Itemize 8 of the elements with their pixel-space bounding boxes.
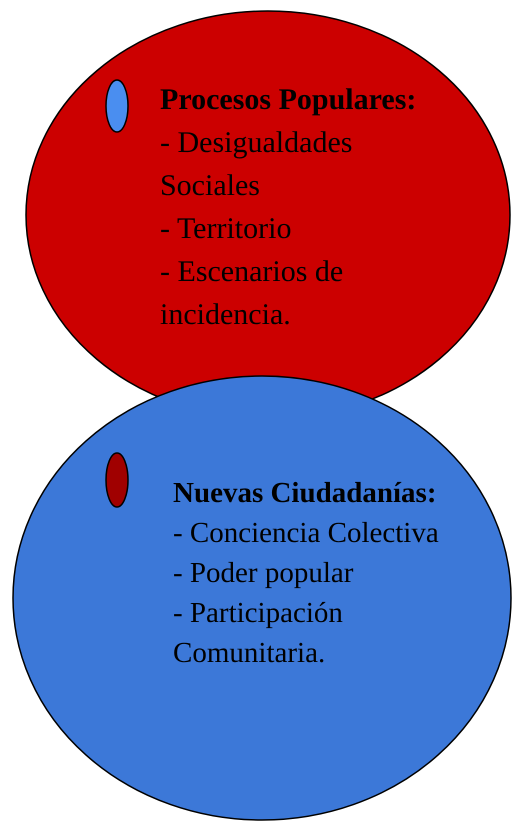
heading: Procesos Populares:	[160, 82, 418, 118]
list-item: - Escenarios de incidencia.	[160, 254, 344, 333]
list-item: - Participación Comunitaria.	[173, 596, 344, 671]
list-item: - Poder popular	[173, 556, 354, 591]
list-item: - Desigualdades Sociales	[160, 125, 354, 204]
heading: Nuevas Ciudadanías:	[173, 476, 438, 511]
list-item: - Territorio	[160, 211, 292, 247]
list-item: - Conciencia Colectiva	[173, 516, 440, 551]
